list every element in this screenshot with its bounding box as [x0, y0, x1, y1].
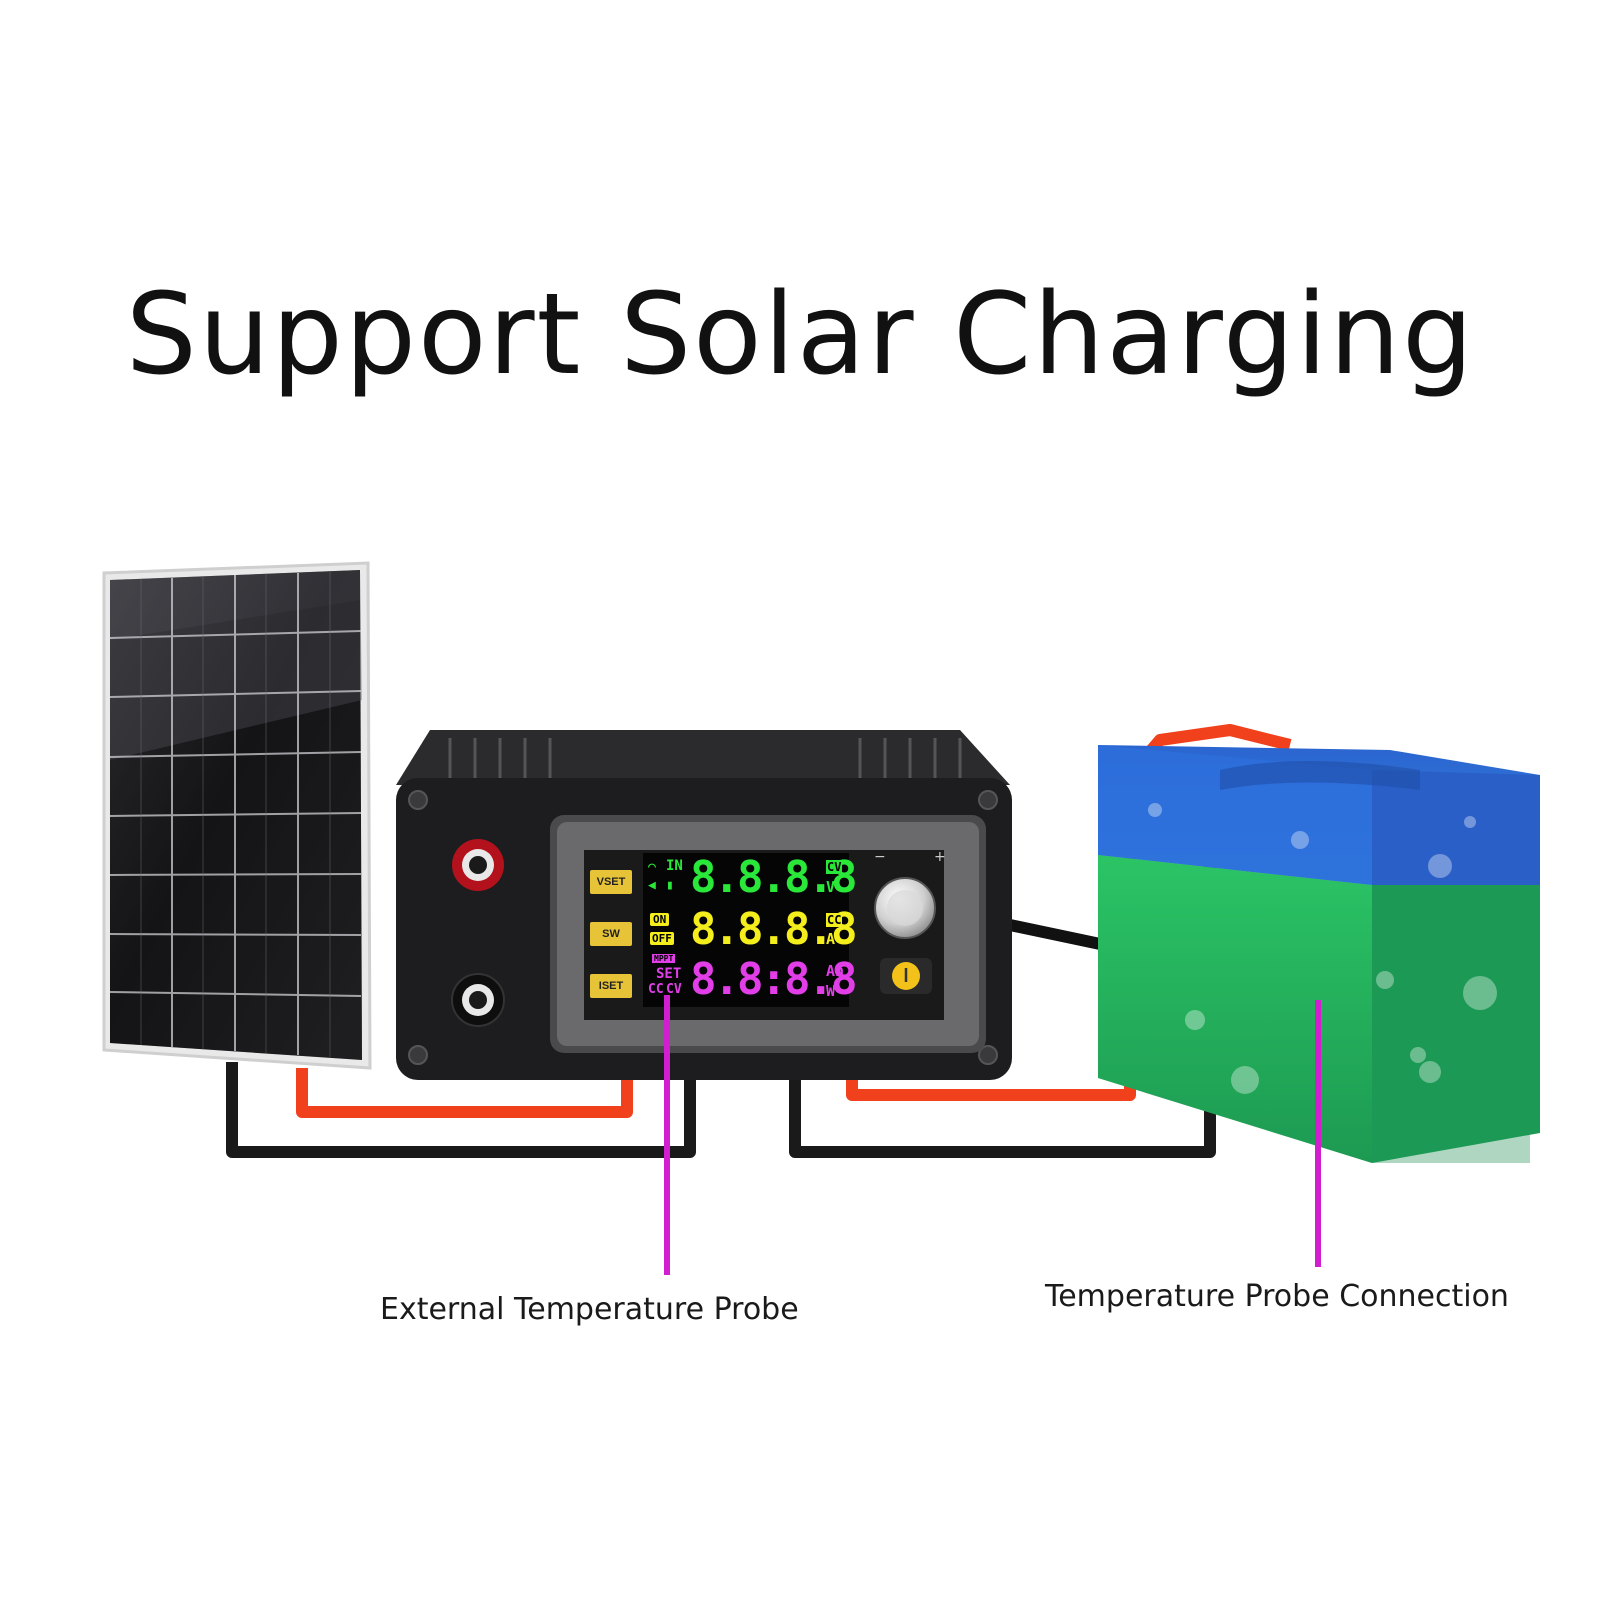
lcd-on-status: ON: [650, 913, 670, 926]
lcd-mppt-tag: MPPT: [652, 954, 676, 963]
lcd-cc-unit: CC: [826, 913, 843, 927]
vset-button[interactable]: VSET: [590, 870, 632, 894]
external-temperature-probe-label: External Temperature Probe: [380, 1292, 799, 1327]
speaker-icon: ◀: [648, 878, 656, 893]
lcd-screen: [643, 853, 849, 1007]
solar-panel: [102, 561, 372, 1070]
temperature-probe-connection-label: Temperature Probe Connection: [1045, 1279, 1509, 1314]
lcd-cv-mode: CV: [666, 982, 682, 997]
sw-button[interactable]: SW: [590, 922, 632, 946]
adjust-knob[interactable]: [874, 877, 936, 939]
lcd-set-tag: SET: [656, 966, 682, 982]
negative-terminal: [451, 973, 505, 1027]
lcd-a-unit: A: [826, 930, 836, 948]
lcd-ah-unit: Ah: [826, 962, 845, 980]
converter-device: − +: [396, 730, 1012, 1080]
lcd-cv-unit: CV: [826, 860, 843, 874]
headline: Support Solar Charging: [125, 270, 1476, 400]
lcd-v-unit: V: [826, 878, 836, 896]
power-button[interactable]: [880, 958, 932, 994]
lcd-row3-digits: 8.8:8.8: [690, 954, 857, 1005]
knob-minus-icon: −: [874, 849, 886, 865]
knob-plus-icon: +: [934, 849, 946, 865]
battery: [1098, 745, 1540, 1163]
positive-terminal: [452, 839, 504, 891]
lcd-readout: ◠ IN ◀ ▮ 8.8.8.8 CV V ON OFF 8.8.8.8 CC …: [648, 856, 857, 1008]
battery-icon: ▮: [666, 878, 674, 893]
lcd-cc-mode: CC: [648, 982, 664, 997]
wifi-icon: ◠: [648, 860, 656, 875]
iset-button[interactable]: ISET: [590, 974, 632, 998]
button-column: VSET SW ISET: [590, 870, 638, 1000]
lcd-off-status: OFF: [650, 932, 674, 945]
lcd-in-tag: IN: [666, 858, 683, 874]
lcd-w-unit: W: [826, 982, 836, 1000]
